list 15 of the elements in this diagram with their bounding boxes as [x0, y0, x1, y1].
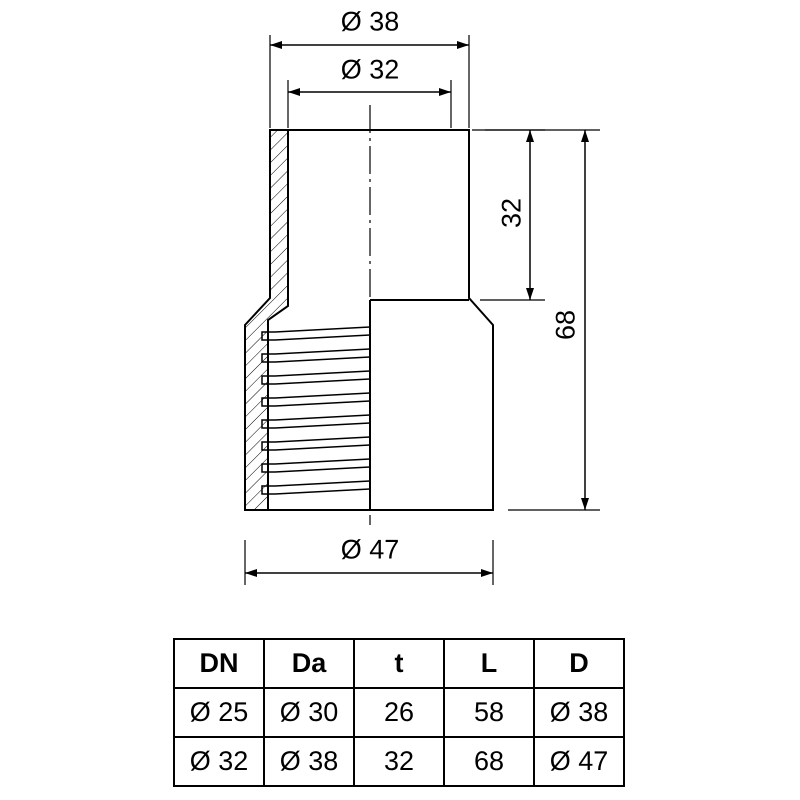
table-header: Da [264, 639, 354, 688]
table-value: 68 [444, 737, 534, 786]
table-header: DN [174, 639, 264, 688]
table-header: t [354, 639, 444, 688]
table-value: Ø 32 [174, 737, 264, 786]
table-value: 26 [354, 688, 444, 737]
table-value: 58 [444, 688, 534, 737]
table-value: Ø 38 [264, 737, 354, 786]
table-header: D [534, 639, 624, 688]
table-value: Ø 30 [264, 688, 354, 737]
table-value: Ø 25 [174, 688, 264, 737]
table-header: L [444, 639, 534, 688]
table-value: 32 [354, 737, 444, 786]
table-value: Ø 47 [534, 737, 624, 786]
table-value: Ø 38 [534, 688, 624, 737]
